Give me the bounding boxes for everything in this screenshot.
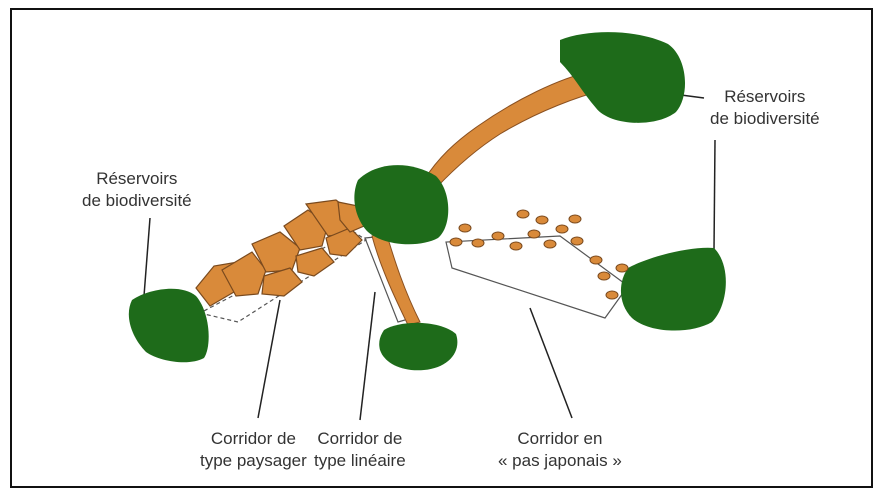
leader-corridor-japonais bbox=[530, 308, 572, 418]
label-reservoirs-left: Réservoirs de biodiversité bbox=[82, 168, 192, 212]
corridor-lineaire bbox=[372, 232, 420, 325]
label-reservoirs-right-line1: Réservoirs bbox=[710, 86, 820, 108]
stepping-stones bbox=[450, 210, 628, 299]
reservoir-bottom-center bbox=[379, 323, 457, 370]
reservoir-top-right bbox=[560, 32, 685, 123]
label-reservoirs-left-line2: de biodiversité bbox=[82, 190, 192, 212]
label-corridor-lineaire: Corridor de type linéaire bbox=[314, 428, 406, 472]
leader-corridor-lineaire bbox=[360, 292, 375, 420]
label-corridor-paysager-line2: type paysager bbox=[200, 450, 307, 472]
label-corridor-japonais: Corridor en « pas japonais » bbox=[498, 428, 622, 472]
reservoir-center bbox=[354, 165, 448, 244]
label-reservoirs-left-line1: Réservoirs bbox=[82, 168, 192, 190]
leader-lines bbox=[144, 92, 715, 420]
label-corridor-lineaire-line1: Corridor de bbox=[314, 428, 406, 450]
corridor-upper bbox=[424, 72, 604, 188]
label-corridor-japonais-line2: « pas japonais » bbox=[498, 450, 622, 472]
reservoirs bbox=[129, 32, 726, 370]
label-corridor-paysager: Corridor de type paysager bbox=[200, 428, 307, 472]
label-reservoirs-right-line2: de biodiversité bbox=[710, 108, 820, 130]
corridor-paysager bbox=[196, 200, 364, 306]
leader-corridor-paysager bbox=[258, 300, 280, 418]
label-reservoirs-right: Réservoirs de biodiversité bbox=[710, 86, 820, 130]
reservoir-left bbox=[129, 289, 209, 363]
label-corridor-paysager-line1: Corridor de bbox=[200, 428, 307, 450]
label-corridor-lineaire-line2: type linéaire bbox=[314, 450, 406, 472]
leader-reservoir-left bbox=[144, 218, 150, 296]
leader-reservoir-right-2 bbox=[714, 140, 715, 250]
reservoir-right bbox=[621, 248, 726, 331]
label-corridor-japonais-line1: Corridor en bbox=[498, 428, 622, 450]
